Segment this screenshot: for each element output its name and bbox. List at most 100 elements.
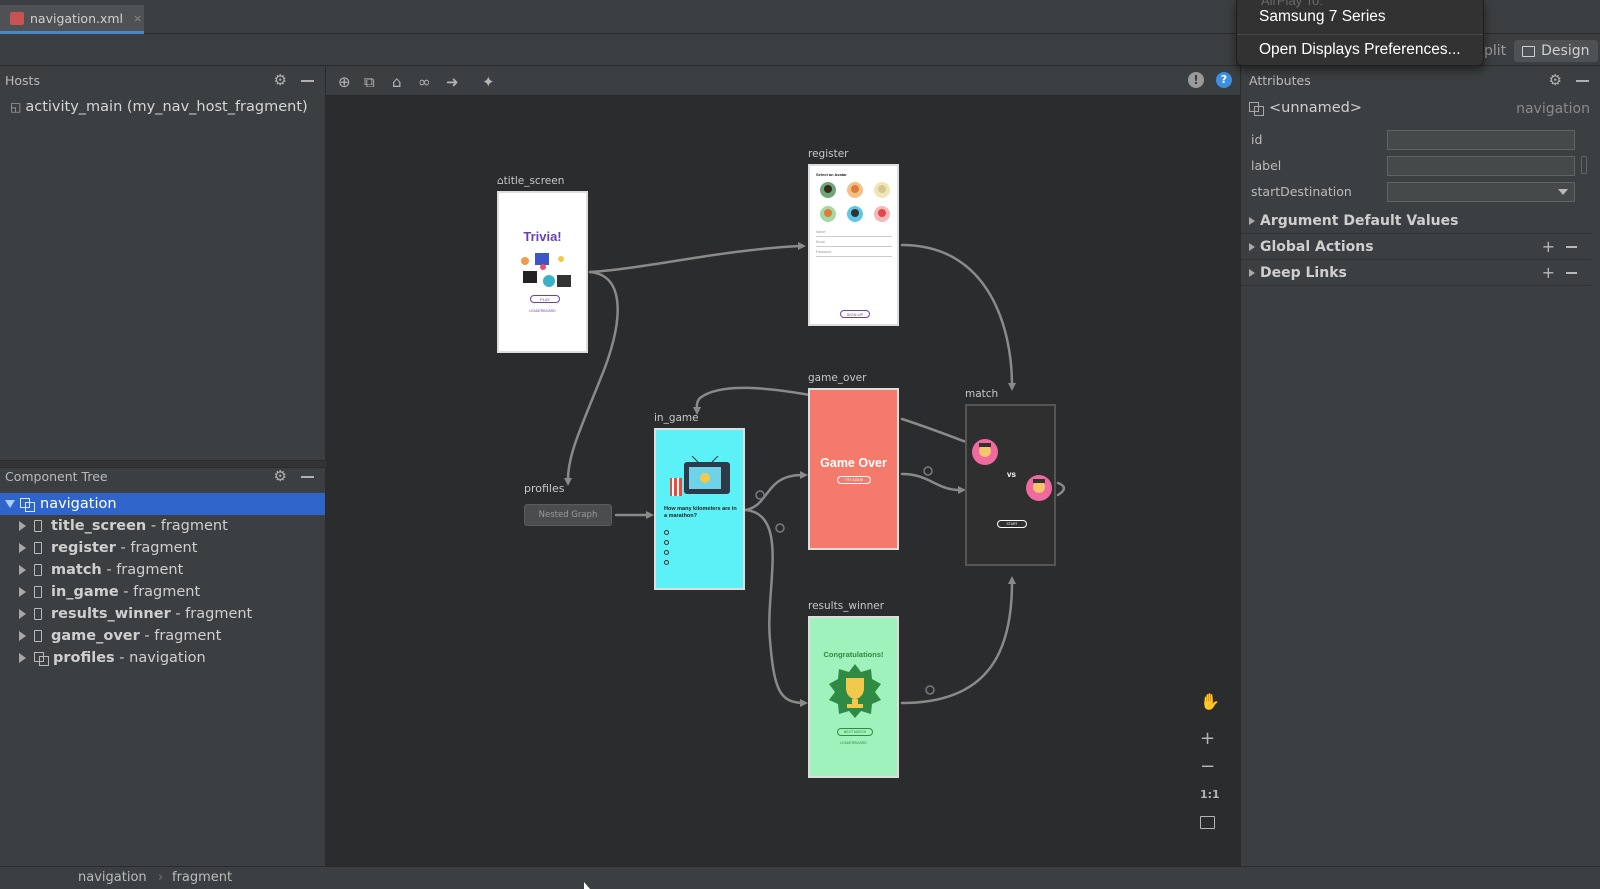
expand-arrow-icon[interactable] xyxy=(19,631,26,641)
help-icon[interactable]: ? xyxy=(1216,72,1232,88)
answer-radio xyxy=(664,550,669,555)
zoom-out-icon[interactable]: − xyxy=(1200,756,1216,777)
breadcrumb-navigation[interactable]: navigation xyxy=(78,870,147,885)
tree-item-name: title_screen xyxy=(51,518,147,534)
home-icon[interactable]: ⌂ xyxy=(392,73,402,91)
destination-match[interactable]: vs START xyxy=(965,404,1056,566)
selected-component: <unnamed> xyxy=(1249,100,1362,116)
expand-arrow-icon[interactable] xyxy=(1249,216,1255,225)
tree-row-profiles[interactable]: profiles - navigation xyxy=(0,647,325,669)
destination-in-game[interactable]: How many kilometers are in a marathon? xyxy=(654,428,745,590)
menu-item-samsung-7-series[interactable]: Samsung 7 Series xyxy=(1259,8,1386,25)
action-handle[interactable] xyxy=(755,490,765,500)
action-ingame-to-results[interactable] xyxy=(744,508,804,705)
add-icon[interactable]: + xyxy=(1541,263,1555,282)
tree-item-name: results_winner xyxy=(51,606,171,622)
action-title-to-profiles[interactable] xyxy=(566,270,619,482)
start-destination-label: startDestination xyxy=(1251,184,1352,199)
pan-hand-icon[interactable]: ✋ xyxy=(1200,692,1220,711)
section-deep-links[interactable]: Deep Links + xyxy=(1241,260,1591,286)
expand-arrow-icon[interactable] xyxy=(1249,242,1255,251)
expand-arrow-icon[interactable] xyxy=(19,587,26,597)
navigation-graph-canvas[interactable] xyxy=(326,96,1240,866)
id-field[interactable] xyxy=(1387,130,1575,150)
expand-arrow-icon[interactable] xyxy=(19,609,26,619)
play-button: PLAY xyxy=(530,295,560,303)
nest-graph-icon[interactable]: ⧉ xyxy=(364,73,375,91)
host-row[interactable]: ◱ activity_main (my_nav_host_fragment) xyxy=(10,99,308,115)
arrowhead xyxy=(646,511,654,519)
resource-picker-icon[interactable] xyxy=(1581,156,1587,174)
expand-arrow-icon[interactable] xyxy=(19,565,26,575)
fragment-icon xyxy=(34,542,42,554)
zoom-to-fit-icon[interactable] xyxy=(1200,816,1215,829)
gear-icon[interactable]: ⚙ xyxy=(1548,71,1562,89)
gear-icon[interactable]: ⚙ xyxy=(273,71,287,89)
remove-icon[interactable] xyxy=(1566,272,1577,274)
action-handle[interactable] xyxy=(925,685,935,695)
action-handle[interactable] xyxy=(923,466,933,476)
action-register-to-match[interactable] xyxy=(900,243,1014,387)
label-field[interactable] xyxy=(1387,156,1575,176)
destination-label-match: match xyxy=(965,388,999,400)
expand-arrow-icon[interactable] xyxy=(19,521,26,531)
tree-row-title-screen[interactable]: title_screen - fragment xyxy=(0,515,325,537)
action-match-self[interactable] xyxy=(1056,481,1066,497)
destination-title-screen[interactable]: Trivia! PLAY LEADERBOARD xyxy=(497,191,588,353)
tree-item-type: - fragment xyxy=(118,584,201,600)
breadcrumb-fragment[interactable]: fragment xyxy=(172,870,233,885)
tree-row-navigation[interactable]: navigation xyxy=(0,493,325,515)
close-icon[interactable]: × xyxy=(133,11,143,25)
expand-arrow-icon[interactable] xyxy=(19,653,26,663)
panel-splitter[interactable] xyxy=(0,460,326,468)
expand-arrow-icon[interactable] xyxy=(1249,268,1255,277)
split-mode-button[interactable]: plit xyxy=(1484,43,1507,59)
attributes-header: Attributes ⚙ xyxy=(1241,66,1600,94)
destination-game-over[interactable]: Game Over TRY AGAIN xyxy=(808,388,899,550)
section-title: Deep Links xyxy=(1260,264,1347,281)
action-gameover-to-ingame[interactable] xyxy=(695,386,812,412)
action-results-to-match[interactable] xyxy=(900,580,1014,705)
destination-results-winner[interactable]: Congratulations! NEXT MATCH LEADERBOARD xyxy=(808,616,899,778)
tree-row-in-game[interactable]: in_game - fragment xyxy=(0,581,325,603)
minimize-icon[interactable] xyxy=(1576,79,1589,82)
warning-icon[interactable]: ! xyxy=(1188,72,1204,88)
action-ingame-to-gameover[interactable] xyxy=(744,473,804,512)
destination-register[interactable]: Select an Avatar Name Email Password SIG… xyxy=(808,164,899,326)
tab-navigation-xml[interactable]: navigation.xml × xyxy=(0,5,144,34)
navigation-icon xyxy=(20,498,35,512)
destination-label-register: register xyxy=(808,148,849,160)
add-icon[interactable]: + xyxy=(1541,237,1555,256)
minimize-icon[interactable] xyxy=(301,475,314,478)
expand-arrow-icon[interactable] xyxy=(19,543,26,553)
destination-profiles-nested-graph[interactable]: Nested Graph xyxy=(524,504,612,526)
remove-icon[interactable] xyxy=(1566,246,1577,248)
action-arrow-icon[interactable]: ➜ xyxy=(446,73,459,91)
zoom-actual-size-icon[interactable]: 1:1 xyxy=(1200,788,1220,801)
action-gameover-to-match[interactable] xyxy=(900,417,968,444)
auto-arrange-icon[interactable]: ✦ xyxy=(482,73,495,91)
minimize-icon[interactable] xyxy=(301,79,314,82)
tree-row-register[interactable]: register - fragment xyxy=(0,537,325,559)
gear-icon[interactable]: ⚙ xyxy=(273,467,287,485)
collapse-arrow-icon[interactable] xyxy=(5,500,15,508)
new-destination-icon[interactable]: ⊕ xyxy=(338,73,351,91)
zoom-in-icon[interactable]: + xyxy=(1200,728,1216,749)
tree-row-game-over[interactable]: game_over - fragment xyxy=(0,625,325,647)
action-title-to-register[interactable] xyxy=(588,244,802,274)
start-destination-dropdown[interactable] xyxy=(1387,182,1575,202)
action-gameover-to-match-2[interactable] xyxy=(900,472,962,492)
design-mode-button[interactable]: Design xyxy=(1514,40,1598,62)
destination-label-title-screen: ⌂title_screen xyxy=(497,175,565,187)
tab-label: navigation.xml xyxy=(30,10,124,26)
tree-row-match[interactable]: match - fragment xyxy=(0,559,325,581)
section-argument-default-values[interactable]: Argument Default Values xyxy=(1241,208,1591,234)
action-handle[interactable] xyxy=(775,523,785,533)
menu-item-open-displays-preferences[interactable]: Open Displays Preferences... xyxy=(1259,41,1461,58)
host-label: activity_main (my_nav_host_fragment) xyxy=(25,99,308,115)
link-icon[interactable]: ∞ xyxy=(418,73,431,91)
tree-row-results-winner[interactable]: results_winner - fragment xyxy=(0,603,325,625)
section-global-actions[interactable]: Global Actions + xyxy=(1241,234,1591,260)
trivia-heading: Trivia! xyxy=(523,229,562,244)
